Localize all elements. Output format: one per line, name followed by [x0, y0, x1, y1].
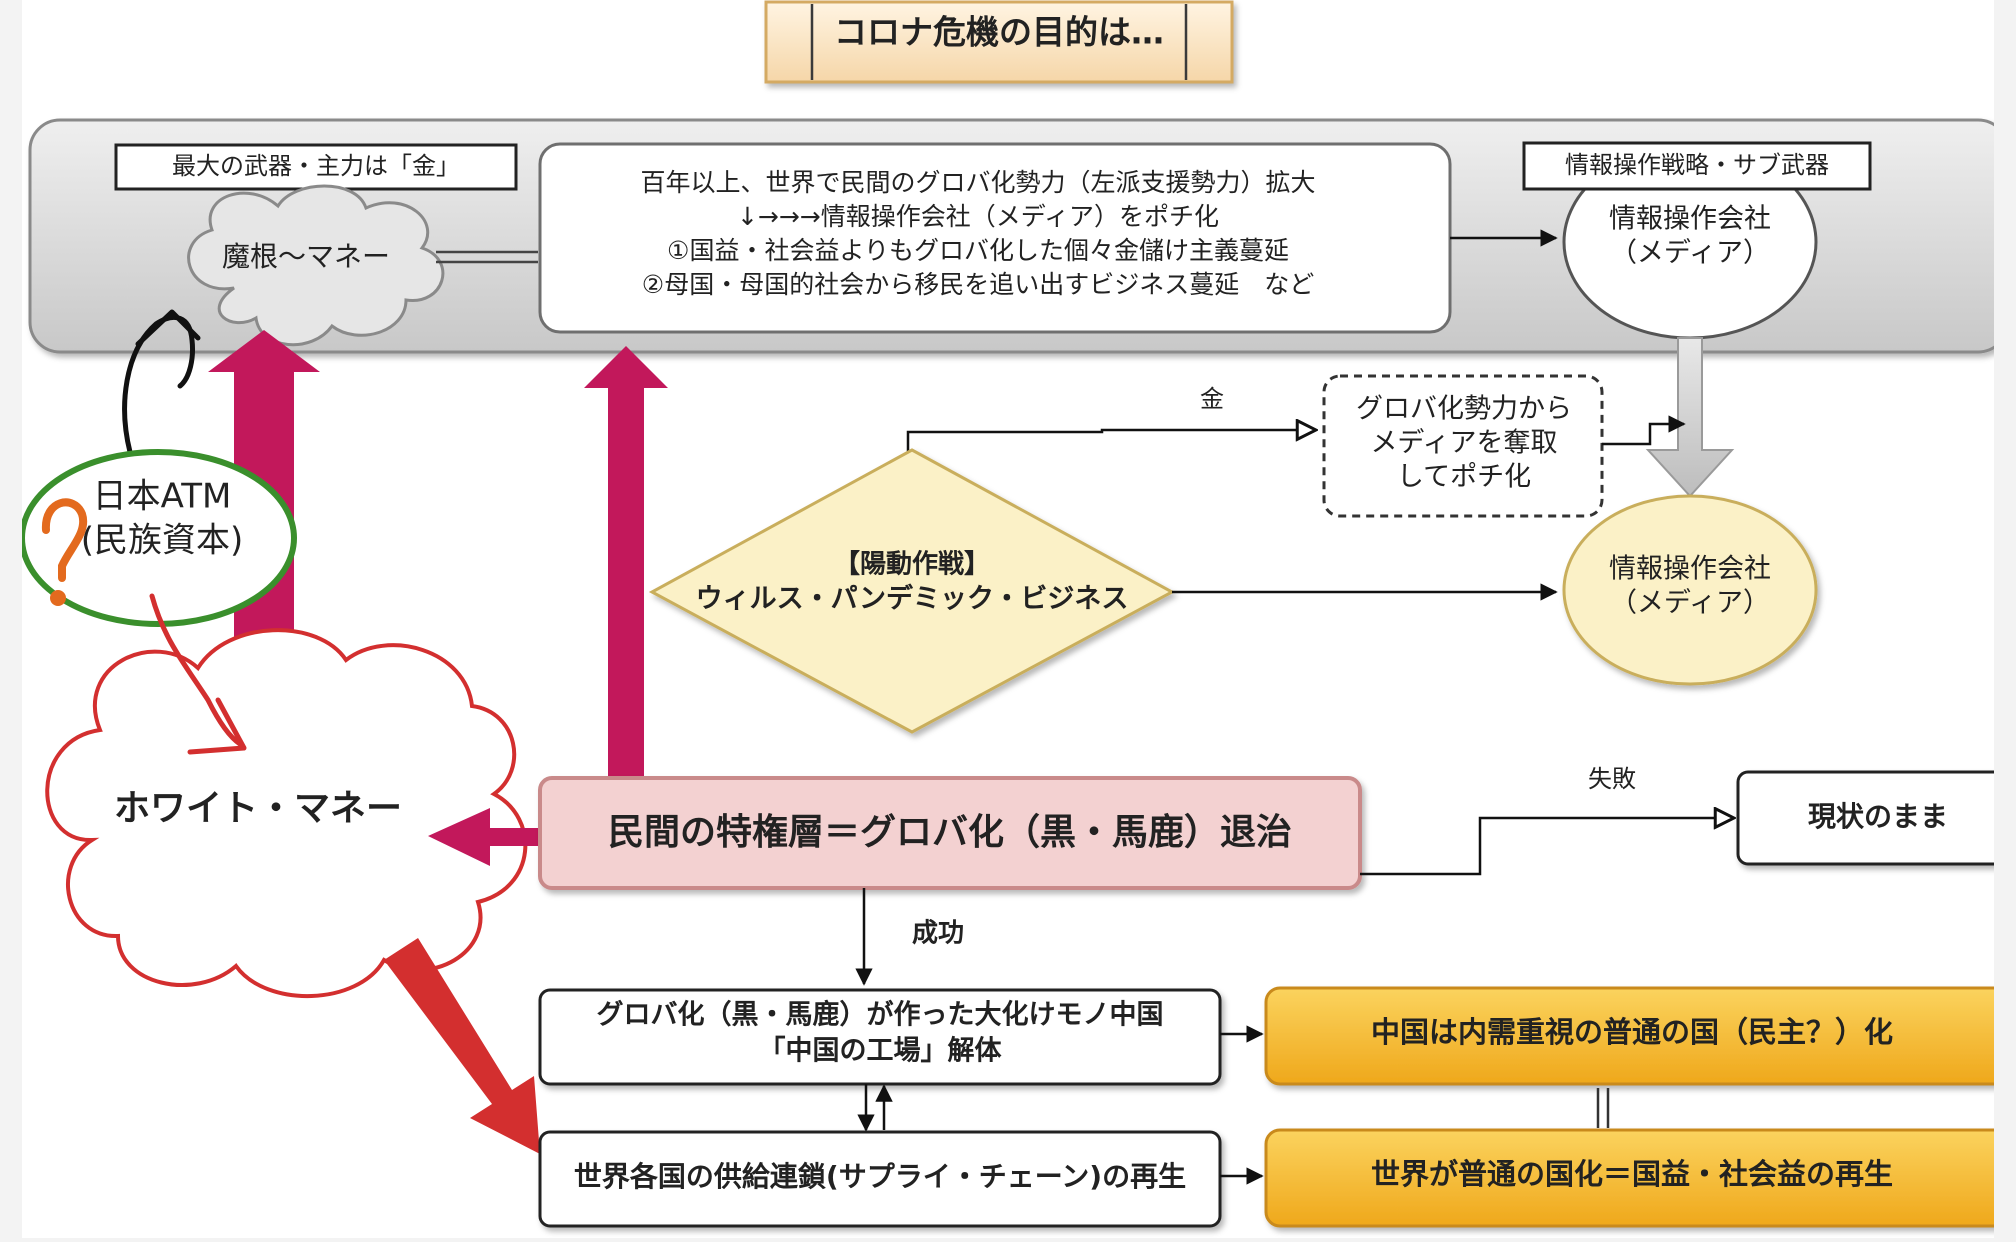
media2-line: （メディア）: [1610, 588, 1770, 619]
seize-box: グロバ化勢力から メディアを奪取 してポチ化: [1322, 374, 1604, 518]
atm-line: (民族資本): [81, 521, 244, 561]
white-money-text: ホワイト・マネー: [114, 788, 402, 829]
status-quo-box: 現状のまま: [1736, 770, 2016, 866]
flowchart-diagram: コロナ危機の目的は… 最大の武器・主力は「金」 魔根〜マネー 百年以上、世界で民…: [19, 0, 2016, 1228]
money-flow-arrow: [906, 430, 1316, 458]
success-label: 成功: [912, 919, 964, 949]
magenta-left-arrow: [428, 808, 542, 866]
supply-chain-text: 世界各国の供給連鎖(サプライ・チェーン)の再生: [574, 1160, 1186, 1193]
china-result-box: 中国は内需重視の普通の国（民主？）化: [1264, 986, 2016, 1086]
atm-ellipse: 日本ATM (民族資本): [19, 449, 297, 627]
world-result-box: 世界が普通の国化＝国益・社会益の再生: [1264, 1128, 2016, 1228]
title-box: コロナ危機の目的は…: [764, 0, 1234, 84]
description-line: ①国益・社会益よりもグロバ化した個々金儲け主義蔓延: [667, 236, 1289, 265]
china-box: グロバ化（黒・馬鹿）が作った大化けモノ中国 「中国の工場」解体: [538, 988, 1222, 1086]
china-result-text: 中国は内需重視の普通の国（民主？）化: [1371, 1015, 1893, 1049]
description-line: ↓→→→情報操作会社（メディア）をポチ化: [737, 202, 1219, 231]
diamond-line: 【陽動作戦】: [834, 550, 990, 580]
status-quo-text: 現状のまま: [1808, 800, 1948, 833]
world-result-text: 世界が普通の国化＝国益・社会益の再生: [1371, 1157, 1893, 1191]
media-circle: 情報操作会社 （メディア）: [1562, 144, 1818, 340]
media-line: 情報操作会社: [1609, 204, 1771, 235]
diagram-canvas: コロナ危機の目的は… 最大の武器・主力は「金」 魔根〜マネー 百年以上、世界で民…: [19, 0, 2016, 1238]
money-label: 金: [1200, 385, 1224, 413]
media-circle-yellow: 情報操作会社 （メディア）: [1562, 494, 1818, 686]
strategy-label-box: 情報操作戦略・サブ武器: [1522, 141, 1872, 191]
seize-line: してポチ化: [1397, 462, 1531, 493]
magenta-up-arrow-center: [584, 346, 668, 778]
description-line: 百年以上、世界で民間のグロバ化勢力（左派支援勢力）拡大: [640, 168, 1315, 197]
money-cloud-text: 魔根〜マネー: [222, 240, 390, 273]
weapon-label-box: 最大の武器・主力は「金」: [114, 143, 518, 191]
diagram-title: コロナ危機の目的は…: [834, 13, 1164, 52]
china-line: 「中国の工場」解体: [759, 1035, 1003, 1067]
seize-line: メディアを奪取: [1370, 428, 1557, 459]
handdrawn-red-arrow: [149, 593, 243, 747]
description-line: ②母国・母国的社会から移民を追い出すビジネス蔓延 など: [642, 270, 1314, 299]
elite-box: 民間の特権層＝グロバ化（黒・馬鹿）退治: [538, 776, 1362, 890]
weapon-label: 最大の武器・主力は「金」: [172, 152, 460, 180]
gray-down-arrow: [1645, 337, 1735, 498]
china-line: グロバ化（黒・馬鹿）が作った大化けモノ中国: [597, 999, 1164, 1031]
white-money-cloud: ホワイト・マネー: [45, 628, 528, 999]
strategy-label: 情報操作戦略・サブ武器: [1565, 151, 1829, 179]
media-line: （メディア）: [1610, 238, 1770, 269]
atm-line: 日本ATM: [93, 477, 232, 517]
diamond-line: ウィルス・パンデミック・ビジネス: [696, 583, 1129, 615]
description-box: 百年以上、世界で民間のグロバ化勢力（左派支援勢力）拡大 ↓→→→情報操作会社（メ…: [538, 142, 1452, 334]
media2-line: 情報操作会社: [1609, 554, 1771, 585]
diamond-decision: 【陽動作戦】 ウィルス・パンデミック・ビジネス: [648, 448, 1176, 734]
question-mark-annotation: [41, 498, 88, 606]
seize-line: グロバ化勢力から: [1356, 394, 1572, 425]
fail-label: 失敗: [1588, 765, 1636, 793]
fail-arrow: [1360, 818, 1734, 876]
elite-text: 民間の特権層＝グロバ化（黒・馬鹿）退治: [608, 812, 1292, 853]
red-thick-arrow: [384, 938, 540, 1154]
seize-to-media-arrow: [1602, 415, 1686, 446]
supply-chain-box: 世界各国の供給連鎖(サプライ・チェーン)の再生: [538, 1130, 1222, 1228]
